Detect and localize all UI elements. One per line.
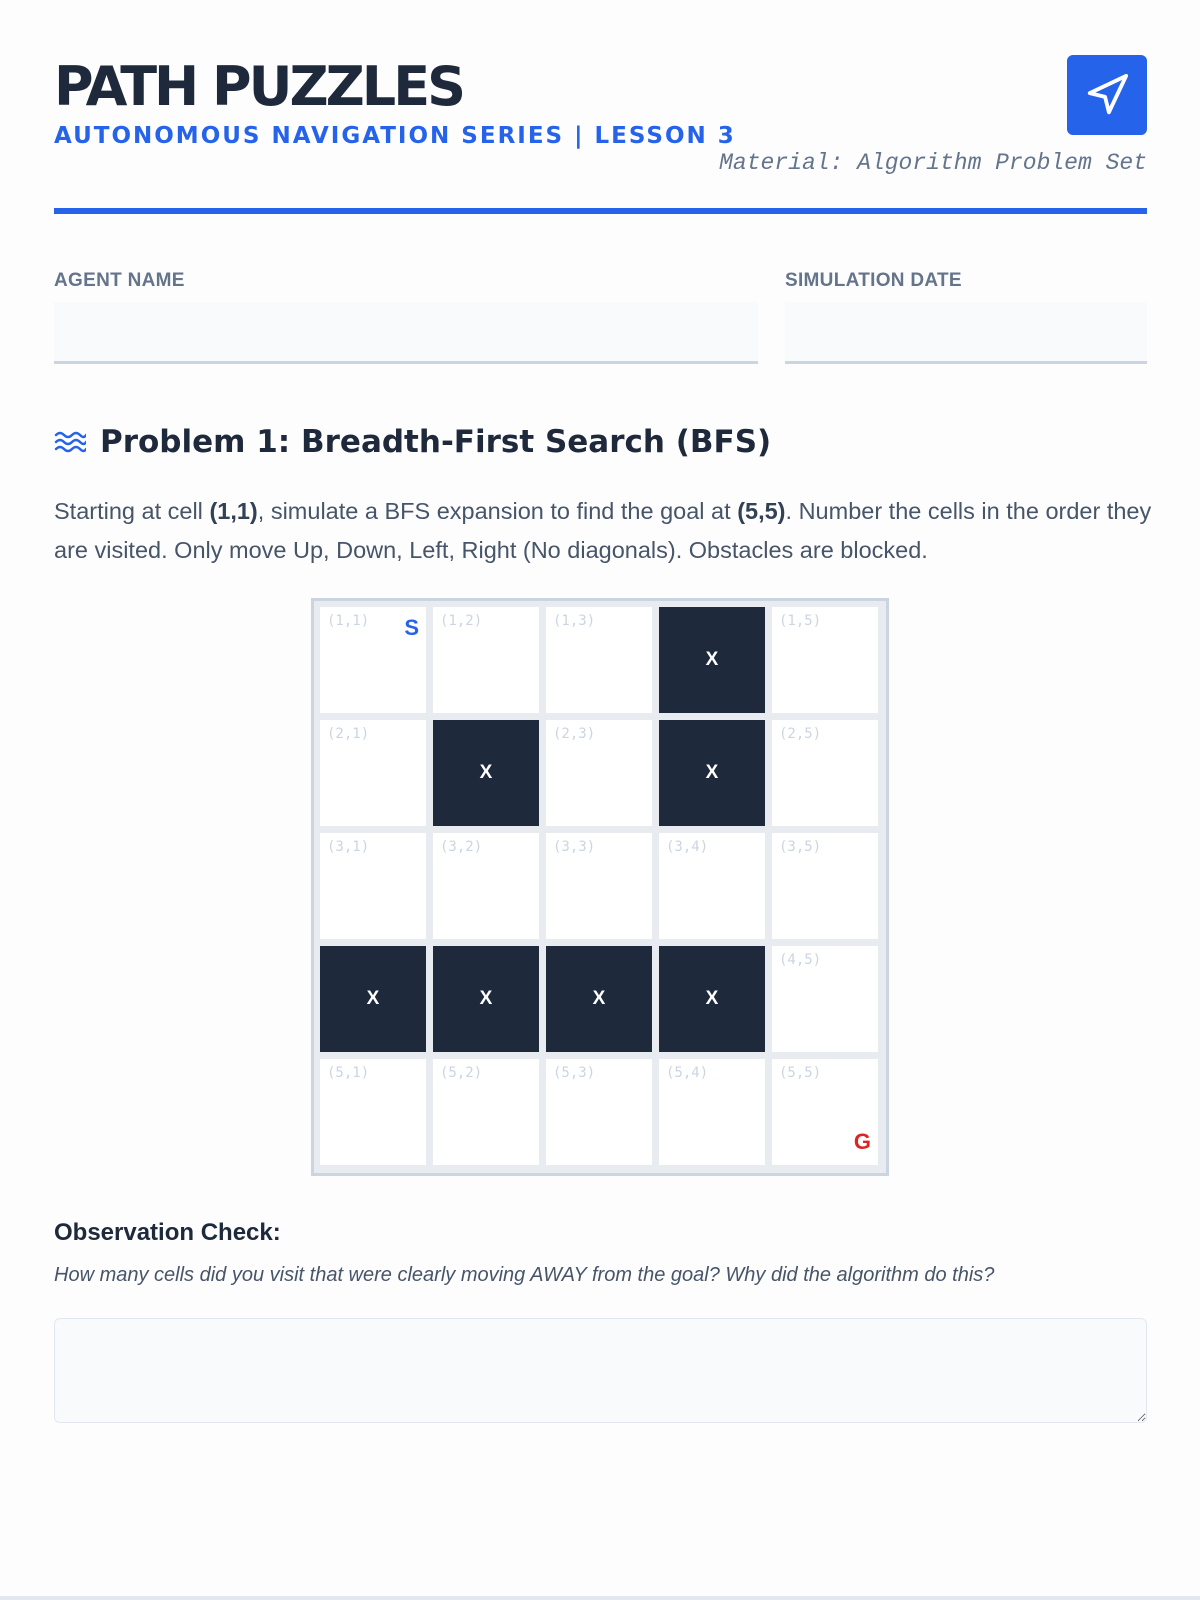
cell-coordinate: (4,5)	[779, 952, 822, 968]
grid-cell[interactable]: (3,1)	[320, 833, 426, 939]
agent-name-field[interactable]	[54, 302, 758, 364]
grid-cell[interactable]: (3,5)	[772, 833, 878, 939]
series-subtitle: AUTONOMOUS NAVIGATION SERIES | LESSON 3	[54, 123, 736, 149]
grid-cell-obstacle[interactable]: X	[659, 720, 765, 826]
grid-cell[interactable]: (2,1)	[320, 720, 426, 826]
grid-cell[interactable]: (3,2)	[433, 833, 539, 939]
grid-cell[interactable]: (5,5) G	[772, 1059, 878, 1165]
problem-instructions: Starting at cell (1,1), simulate a BFS e…	[54, 492, 1154, 570]
grid-cell-obstacle[interactable]: X	[659, 607, 765, 713]
observation-answer-field[interactable]	[54, 1318, 1147, 1423]
cell-coordinate: (1,2)	[440, 613, 483, 629]
cell-coordinate: (3,5)	[779, 839, 822, 855]
cell-coordinate: (3,4)	[666, 839, 709, 855]
instruction-text: , simulate a BFS expansion to find the g…	[257, 498, 738, 524]
cell-coordinate: (3,3)	[553, 839, 596, 855]
simulation-date-label: SIMULATION DATE	[785, 270, 962, 291]
problem-title: Problem 1: Breadth-First Search (BFS)	[100, 424, 772, 460]
cell-coordinate: (2,3)	[553, 726, 596, 742]
observation-label: Observation Check:	[54, 1219, 281, 1246]
simulation-date-field[interactable]	[785, 302, 1147, 364]
cell-coordinate: (3,1)	[327, 839, 370, 855]
worksheet-header: PATH PUZZLES AUTONOMOUS NAVIGATION SERIE…	[54, 55, 1147, 215]
agent-name-label: AGENT NAME	[54, 270, 185, 291]
obstacle-mark: X	[705, 649, 719, 670]
obstacle-mark: X	[705, 988, 719, 1009]
grid-cell[interactable]: (1,5)	[772, 607, 878, 713]
goal-marker: G	[853, 1129, 871, 1154]
grid-cell[interactable]: (3,4)	[659, 833, 765, 939]
grid-cell-obstacle[interactable]: X	[659, 946, 765, 1052]
navigation-arrow-icon	[1087, 73, 1129, 115]
cell-coordinate: (2,5)	[779, 726, 822, 742]
grid-cell[interactable]: (5,4)	[659, 1059, 765, 1165]
grid-cell[interactable]: (5,3)	[546, 1059, 652, 1165]
start-marker: S	[404, 615, 419, 640]
grid-cell[interactable]: (1,3)	[546, 607, 652, 713]
cell-coordinate: (5,4)	[666, 1065, 709, 1081]
grid-cell-obstacle[interactable]: X	[433, 720, 539, 826]
instruction-text: . Number the cells in the order they are…	[54, 498, 1152, 563]
grid-cell[interactable]: (5,1)	[320, 1059, 426, 1165]
cell-coordinate: (1,3)	[553, 613, 596, 629]
problem-heading: Problem 1: Breadth-First Search (BFS)	[54, 424, 771, 460]
bfs-grid: (1,1) S (1,2) (1,3) X (1,5) (2,1) X (2,3) X (2,5) (…	[311, 598, 889, 1176]
grid-cell[interactable]: (1,2)	[433, 607, 539, 713]
obstacle-mark: X	[479, 988, 493, 1009]
cell-coordinate: (2,1)	[327, 726, 370, 742]
grid-cell-obstacle[interactable]: X	[433, 946, 539, 1052]
header-divider	[54, 208, 1147, 214]
cell-coordinate: (1,5)	[779, 613, 822, 629]
page-title: PATH PUZZLES	[54, 55, 466, 118]
cell-coordinate: (3,2)	[440, 839, 483, 855]
cell-coordinate: (5,1)	[327, 1065, 370, 1081]
obstacle-mark: X	[366, 988, 380, 1009]
page-bottom-edge	[0, 1596, 1200, 1600]
obstacle-mark: X	[705, 762, 719, 783]
observation-question: How many cells did you visit that were c…	[54, 1264, 995, 1286]
material-note: Material: Algorithm Problem Set	[719, 150, 1147, 176]
grid-cell[interactable]: (2,3)	[546, 720, 652, 826]
obstacle-mark: X	[479, 762, 493, 783]
cell-coordinate: (5,2)	[440, 1065, 483, 1081]
grid-cell[interactable]: (2,5)	[772, 720, 878, 826]
waves-icon	[54, 431, 86, 453]
start-cell-text: (1,1)	[209, 498, 258, 524]
cell-coordinate: (5,3)	[553, 1065, 596, 1081]
grid-cell[interactable]: (5,2)	[433, 1059, 539, 1165]
grid-cell-obstacle[interactable]: X	[546, 946, 652, 1052]
grid-cell[interactable]: (3,3)	[546, 833, 652, 939]
instruction-text: Starting at cell	[54, 498, 210, 524]
navigation-button[interactable]	[1067, 55, 1147, 135]
goal-cell-text: (5,5)	[737, 498, 786, 524]
cell-coordinate: (5,5)	[779, 1065, 822, 1081]
grid-cell[interactable]: (1,1) S	[320, 607, 426, 713]
obstacle-mark: X	[592, 988, 606, 1009]
grid-cell-obstacle[interactable]: X	[320, 946, 426, 1052]
cell-coordinate: (1,1)	[327, 613, 370, 629]
grid-cell[interactable]: (4,5)	[772, 946, 878, 1052]
